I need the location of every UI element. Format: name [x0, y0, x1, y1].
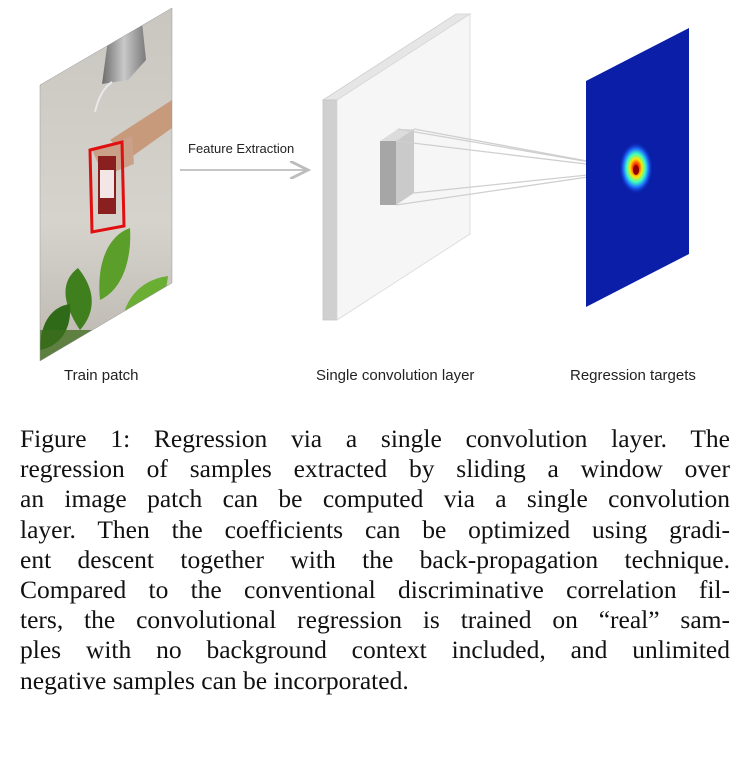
regression-targets-label: Regression targets	[570, 367, 696, 384]
figure-caption: Figure 1: Regression via a single convol…	[20, 424, 730, 696]
caption-line: ent descent together with the back-propa…	[20, 544, 730, 574]
convolution-kernel	[380, 129, 414, 205]
convolution-layer-label: Single convolution layer	[316, 367, 475, 384]
caption-line: an image patch can be computed via a sin…	[20, 484, 730, 514]
figure-diagram	[39, 7, 689, 362]
caption-line: ples with no background context included…	[20, 635, 730, 665]
caption-line: ters, the convolutional regression is tr…	[20, 605, 730, 635]
plant-leaf	[99, 228, 131, 300]
caption-line: regression of samples extracted by slidi…	[20, 454, 730, 484]
train-patch-image	[39, 7, 173, 362]
caption-line: negative samples can be incorporated.	[20, 665, 409, 695]
tracking-box	[88, 140, 126, 234]
regression-target-heatmap	[586, 28, 689, 307]
feature-extraction-label: Feature Extraction	[188, 141, 295, 156]
caption-line: Figure 1: Regression via a single convol…	[20, 424, 730, 453]
caption-line: Compared to the conventional discriminat…	[20, 575, 730, 605]
convolution-layer	[321, 13, 637, 321]
caption-line: layer. Then the coefficients can be opti…	[20, 514, 730, 544]
train-patch-label: Train patch	[64, 367, 139, 384]
figure: Feature Extraction Train patch Single co…	[39, 7, 696, 384]
